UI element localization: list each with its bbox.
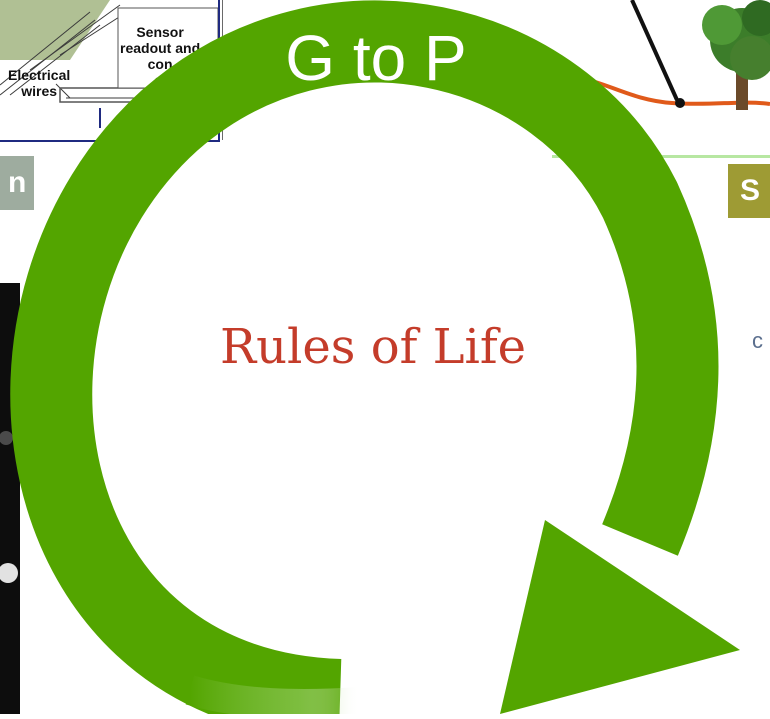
left-photo-image: [0, 431, 18, 583]
center-heading: Rules of Life: [219, 319, 527, 375]
right-section-tab: S: [728, 164, 770, 218]
cycle-arrow-body: [10, 0, 719, 714]
cycle-arrow-tail: [185, 675, 361, 714]
left-section-tab: n: [0, 156, 34, 210]
cycle-title: G to P: [285, 22, 467, 94]
right-text-fragment: c: [752, 328, 763, 353]
electrical-wires-label: Electrical wires: [8, 67, 71, 99]
cycle-arrowhead: [500, 520, 740, 714]
